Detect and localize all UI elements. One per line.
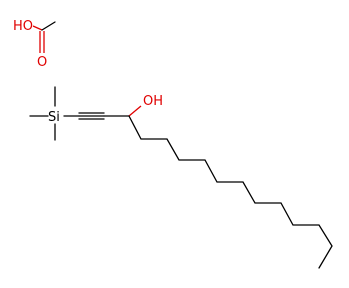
hydroxyl-label: OH [143, 94, 163, 109]
silyl-alkynol: Si OH [29, 86, 333, 269]
bond-c-ch3 [41, 21, 56, 31]
alkyl-chain [128, 115, 333, 269]
acetic-hydroxyl-label: HO [13, 19, 33, 34]
bond-oh-c [32, 25, 43, 31]
silicon-label: Si [48, 110, 60, 125]
bond-c3-oh [128, 105, 142, 117]
acetic-carbonyl-o-label: O [37, 55, 47, 70]
acetic-acid: HO O [13, 19, 56, 70]
